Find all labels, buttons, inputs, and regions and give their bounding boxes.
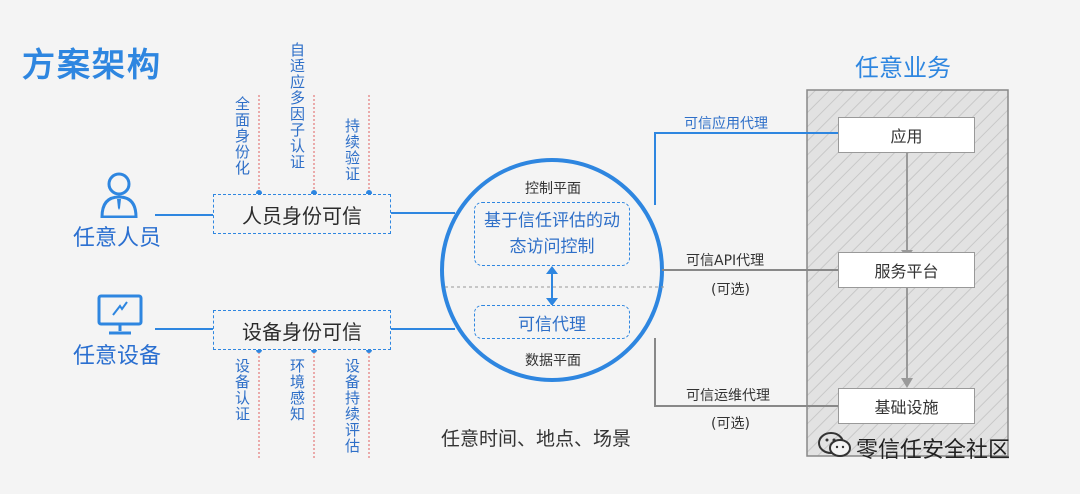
control-plane-label: 控制平面 — [525, 181, 581, 197]
trust-engine-label: 基于信任评估的动态访问控制 — [484, 211, 620, 257]
business-infra-box: 基础设施 — [838, 388, 975, 424]
person-identity-box: 人员身份可信 — [213, 194, 391, 234]
monitor-icon — [97, 294, 143, 335]
device-factor-2: 环境感知 — [288, 358, 306, 422]
ops-proxy-note: (可选) — [711, 416, 750, 432]
device-identity-box: 设备身份可信 — [213, 310, 391, 350]
data-plane-label: 数据平面 — [525, 353, 581, 369]
person-factor-1: 全面身份化 — [233, 96, 251, 176]
trust-proxy-label: 可信代理 — [518, 314, 586, 335]
wechat-icon — [818, 432, 851, 457]
actor-person-label: 任意人员 — [73, 226, 162, 251]
business-platform-box: 服务平台 — [838, 252, 975, 288]
api-proxy-label: 可信API代理 — [686, 253, 765, 269]
page-title: 方案架构 — [22, 45, 162, 84]
ops-proxy-line — [654, 338, 838, 407]
actor-device-label: 任意设备 — [73, 344, 162, 369]
person-factor-3: 持续验证 — [343, 118, 361, 182]
person-factor-2: 自适应多因子认证 — [288, 42, 306, 170]
business-app-box: 应用 — [838, 117, 975, 153]
trust-engine-box: 基于信任评估的动态访问控制 — [474, 202, 630, 266]
person-icon — [100, 172, 138, 218]
scope-label: 任意时间、地点、场景 — [441, 428, 632, 450]
watermark-text: 零信任安全社区 — [856, 438, 1011, 463]
device-factor-3: 设备持续评估 — [343, 358, 361, 454]
business-title: 任意业务 — [855, 54, 951, 82]
device-factor-1: 设备认证 — [233, 358, 251, 422]
app-proxy-label: 可信应用代理 — [684, 116, 768, 132]
app-proxy-line — [654, 132, 838, 205]
ops-proxy-label: 可信运维代理 — [686, 388, 770, 404]
trust-proxy-box: 可信代理 — [474, 305, 630, 339]
api-proxy-note: (可选) — [711, 282, 750, 298]
